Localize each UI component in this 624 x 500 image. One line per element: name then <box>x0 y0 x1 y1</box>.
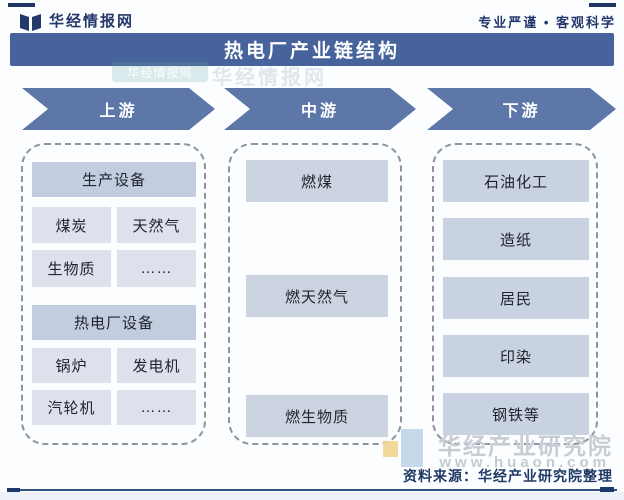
column-midstream: 燃煤 燃天然气 燃生物质 <box>228 143 402 445</box>
column-upstream: 生产设备 煤炭 天然气 生物质 …… 热电厂设备 锅炉 发电机 汽轮机 …… <box>21 143 206 445</box>
watermark-badge: 华经情报网 <box>112 62 208 82</box>
chain-item-generator: 发电机 <box>117 348 196 383</box>
top-right-dash <box>589 3 616 7</box>
stage-arrow-midstream: 中游 <box>224 88 416 130</box>
chain-item-residents: 居民 <box>443 277 589 319</box>
chain-item-biomass-fired: 燃生物质 <box>246 395 388 437</box>
stage-arrow-downstream: 下游 <box>427 88 616 130</box>
group-header-production-equipment: 生产设备 <box>32 162 196 197</box>
footer-strip <box>0 492 624 500</box>
bottom-rule <box>7 489 617 491</box>
brand: 华经情报网 <box>20 10 134 31</box>
brand-name: 华经情报网 <box>49 13 135 30</box>
chain-item-ellipsis-2: …… <box>117 390 196 425</box>
stage-label-upstream: 上游 <box>99 103 138 120</box>
chain-item-natural-gas: 天然气 <box>117 207 196 243</box>
bottom-rule-right-cap <box>600 487 614 492</box>
page-title: 热电厂产业链结构 <box>10 33 614 66</box>
chain-item-coal: 煤炭 <box>32 207 111 243</box>
chain-item-boiler: 锅炉 <box>32 348 111 383</box>
chain-item-ellipsis-1: …… <box>117 250 196 287</box>
watermark-website: www.huaon.com <box>439 454 610 471</box>
chain-item-petrochemical: 石油化工 <box>443 160 589 202</box>
column-downstream: 石油化工 造纸 居民 印染 钢铁等 <box>432 143 598 445</box>
source-note: 资料来源：华经产业研究院整理 <box>403 468 613 484</box>
chain-item-steam-turbine: 汽轮机 <box>32 390 111 425</box>
chain-item-biomass: 生物质 <box>32 250 111 287</box>
chain-item-printing-dyeing: 印染 <box>443 335 589 377</box>
header-slogan: 专业严谨 • 客观科学 <box>478 15 616 30</box>
brand-logo-icon <box>20 13 41 31</box>
stage-label-downstream: 下游 <box>502 103 541 120</box>
chain-item-papermaking: 造纸 <box>443 218 589 260</box>
stage-arrow-upstream: 上游 <box>22 88 215 130</box>
watermark-logo-yellow-icon <box>383 441 398 457</box>
chain-item-gas-fired: 燃天然气 <box>246 275 388 317</box>
group-header-plant-equipment: 热电厂设备 <box>32 305 196 340</box>
stage-label-midstream: 中游 <box>300 103 339 120</box>
watermark-institute: 华经产业研究院 <box>438 433 613 459</box>
top-left-dash <box>8 3 35 7</box>
chain-item-coal-fired: 燃煤 <box>246 160 388 202</box>
watermark-logo-blue-icon <box>401 429 423 467</box>
chain-item-steel-etc: 钢铁等 <box>443 393 589 435</box>
bottom-rule-left-cap <box>7 488 20 493</box>
watermark-ghost-text: 华经情报网 <box>212 67 327 89</box>
